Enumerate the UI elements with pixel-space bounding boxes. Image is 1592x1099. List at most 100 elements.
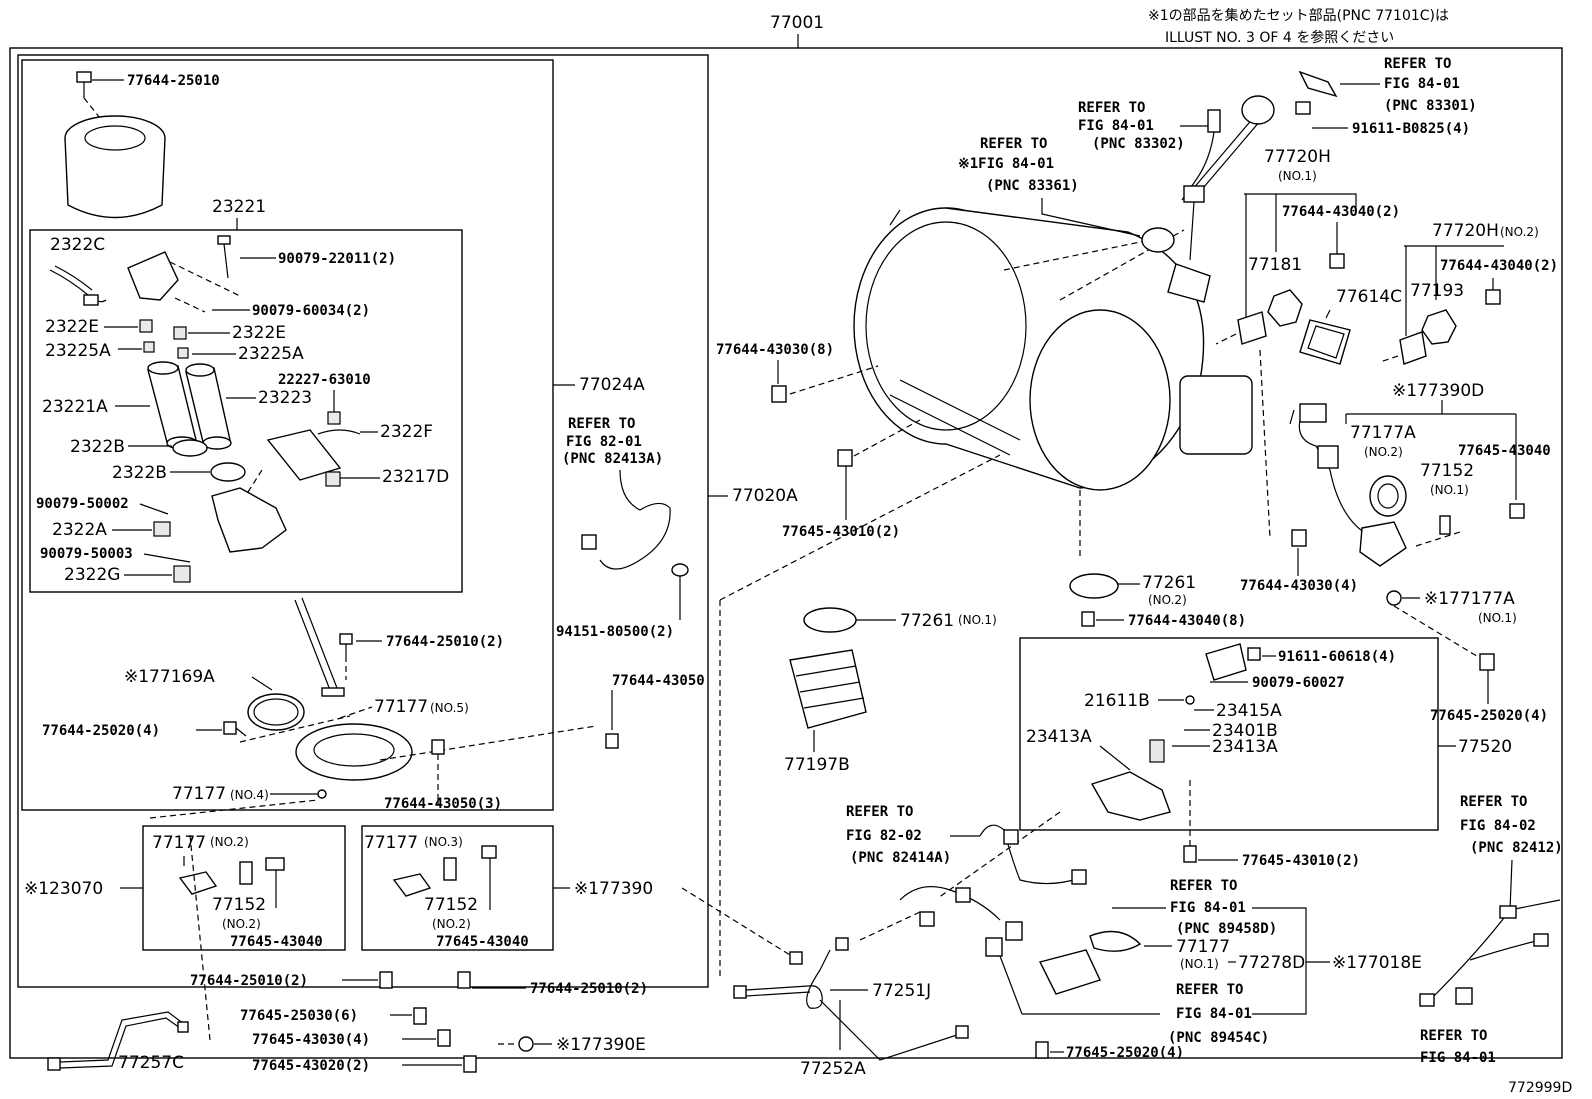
part-77644-43040-2b[interactable]: 77644-43040(2) bbox=[1440, 258, 1558, 274]
part-77177-no3[interactable]: 77177 bbox=[364, 833, 418, 853]
refer-fig-84-01-89454[interactable]: FIG 84-01 bbox=[1176, 1006, 1252, 1022]
part-77177-no1[interactable]: 77177 bbox=[1176, 937, 1230, 957]
part-2322A[interactable]: 2322A bbox=[52, 520, 107, 540]
refer-fig-84-01-89458[interactable]: FIG 84-01 bbox=[1170, 900, 1246, 916]
part-77177A-no1[interactable]: ※177177A bbox=[1424, 589, 1515, 609]
part-77645-43040-a[interactable]: 77645-43040 bbox=[230, 934, 323, 950]
part-77024A[interactable]: 77024A bbox=[579, 375, 645, 395]
part-77645-25020-4b[interactable]: 77645-25020(4) bbox=[1066, 1045, 1184, 1061]
boot-icon bbox=[789, 649, 867, 729]
part-77720H-no2[interactable]: 77720H bbox=[1432, 221, 1499, 241]
part-77644-25010-2a[interactable]: 77644-25010(2) bbox=[386, 634, 504, 650]
part-77152-no1-qualifier: (NO.1) bbox=[1430, 483, 1469, 497]
part-2322C[interactable]: 2322C bbox=[50, 235, 105, 255]
part-77645-43030-4[interactable]: 77645-43030(4) bbox=[252, 1032, 370, 1048]
set-part-note-line1: ※1の部品を集めたセット部品(PNC 77101C)は bbox=[1148, 7, 1449, 24]
part-77193[interactable]: 77193 bbox=[1410, 281, 1464, 301]
part-77645-43040-c[interactable]: 77645-43040 bbox=[1458, 443, 1551, 459]
refer-fig-84-02[interactable]: FIG 84-02 bbox=[1460, 818, 1536, 834]
part-91611-B0825[interactable]: 91611-B0825(4) bbox=[1352, 121, 1470, 137]
part-77177-no5[interactable]: 77177 bbox=[374, 697, 428, 717]
part-2322G[interactable]: 2322G bbox=[64, 565, 120, 585]
part-2322F[interactable]: 2322F bbox=[380, 422, 433, 442]
part-77720H-no1[interactable]: 77720H bbox=[1264, 147, 1331, 167]
part-23070[interactable]: ※123070 bbox=[24, 879, 103, 899]
part-77390[interactable]: ※177390 bbox=[574, 879, 653, 899]
part-94151-80500[interactable]: 94151-80500(2) bbox=[556, 624, 674, 640]
clamp-icon bbox=[317, 789, 327, 799]
part-23221A[interactable]: 23221A bbox=[42, 397, 108, 417]
refer-fig-84-01-83302[interactable]: FIG 84-01 bbox=[1078, 118, 1154, 134]
part-90079-50003[interactable]: 90079-50003 bbox=[40, 546, 133, 562]
refer-to-label: REFER TO bbox=[1420, 1028, 1487, 1044]
main-part-number[interactable]: 77001 bbox=[770, 13, 824, 33]
part-77645-25020-4a[interactable]: 77645-25020(4) bbox=[1430, 708, 1548, 724]
part-23401B[interactable]: 23401B bbox=[1212, 721, 1278, 741]
part-77251J[interactable]: 77251J bbox=[872, 981, 931, 1001]
part-77644-43050[interactable]: 77644-43050 bbox=[612, 673, 705, 689]
refer-fig-82-02[interactable]: FIG 82-02 bbox=[846, 828, 922, 844]
part-77645-43010-2b[interactable]: 77645-43010(2) bbox=[1242, 853, 1360, 869]
part-77520[interactable]: 77520 bbox=[1458, 737, 1512, 757]
part-77645-43010-2a[interactable]: 77645-43010(2) bbox=[782, 524, 900, 540]
part-77390E[interactable]: ※177390E bbox=[556, 1035, 646, 1055]
part-77644-43040-2a[interactable]: 77644-43040(2) bbox=[1282, 204, 1400, 220]
part-2322B-2[interactable]: 2322B bbox=[112, 463, 167, 483]
part-77152-no2b[interactable]: 77152 bbox=[424, 895, 478, 915]
part-77614C[interactable]: 77614C bbox=[1336, 287, 1402, 307]
refer-fig-82-01[interactable]: FIG 82-01 bbox=[566, 434, 642, 450]
part-2322B-1[interactable]: 2322B bbox=[70, 437, 125, 457]
part-22227-63010[interactable]: 22227-63010 bbox=[278, 372, 371, 388]
part-77261-no2[interactable]: 77261 bbox=[1142, 573, 1196, 593]
part-77152-no2b-qualifier: (NO.2) bbox=[432, 917, 471, 931]
part-2322E-left[interactable]: 2322E bbox=[45, 317, 99, 337]
part-77644-25010-2c[interactable]: 77644-25010(2) bbox=[530, 981, 648, 997]
pump-mount-bracket-icon bbox=[211, 487, 287, 553]
part-90079-22011[interactable]: 90079-22011(2) bbox=[278, 251, 396, 267]
part-23221[interactable]: 23221 bbox=[212, 197, 266, 217]
refer-fig-84-01-83301[interactable]: FIG 84-01 bbox=[1384, 76, 1460, 92]
part-23217D[interactable]: 23217D bbox=[382, 467, 449, 487]
part-23225A-right[interactable]: 23225A bbox=[238, 344, 304, 364]
part-77644-43040-8[interactable]: 77644-43040(8) bbox=[1128, 613, 1246, 629]
part-77177-no4[interactable]: 77177 bbox=[172, 784, 226, 804]
refer-fig-84-01[interactable]: FIG 84-01 bbox=[1420, 1050, 1496, 1066]
part-90079-60034[interactable]: 90079-60034(2) bbox=[252, 303, 370, 319]
part-23223[interactable]: 23223 bbox=[258, 388, 312, 408]
part-77177-no3-qualifier: (NO.3) bbox=[424, 835, 463, 849]
refer-pnc-82414A: (PNC 82414A) bbox=[850, 850, 951, 866]
part-91611-60618[interactable]: 91611-60618(4) bbox=[1278, 649, 1396, 665]
part-23225A-left[interactable]: 23225A bbox=[45, 341, 111, 361]
refer-fig-84-01-83361[interactable]: ※1FIG 84-01 bbox=[958, 156, 1054, 172]
part-77644-43030-4[interactable]: 77644-43030(4) bbox=[1240, 578, 1358, 594]
part-77644-25010-2b[interactable]: 77644-25010(2) bbox=[190, 973, 308, 989]
part-77181[interactable]: 77181 bbox=[1248, 255, 1302, 275]
part-77645-25030[interactable]: 77645-25030(6) bbox=[240, 1008, 358, 1024]
part-23415A[interactable]: 23415A bbox=[1216, 701, 1282, 721]
part-77644-43030-8[interactable]: 77644-43030(8) bbox=[716, 342, 834, 358]
part-77020A[interactable]: 77020A bbox=[732, 486, 798, 506]
part-90079-60027[interactable]: 90079-60027 bbox=[1252, 675, 1345, 691]
part-77197B[interactable]: 77197B bbox=[784, 755, 850, 775]
part-21611B[interactable]: 21611B bbox=[1084, 691, 1150, 711]
part-77261-no1[interactable]: 77261 bbox=[900, 611, 954, 631]
part-77644-25020-4[interactable]: 77644-25020(4) bbox=[42, 723, 160, 739]
part-77257C[interactable]: 77257C bbox=[118, 1053, 184, 1073]
part-77645-43040-b[interactable]: 77645-43040 bbox=[436, 934, 529, 950]
part-77645-43020[interactable]: 77645-43020(2) bbox=[252, 1058, 370, 1074]
part-77152-no2[interactable]: 77152 bbox=[212, 895, 266, 915]
part-2322E-right[interactable]: 2322E bbox=[232, 323, 286, 343]
part-23413A-right[interactable]: 23413A bbox=[1212, 737, 1278, 757]
part-77152-no1[interactable]: 77152 bbox=[1420, 461, 1474, 481]
part-77177A-no2[interactable]: 77177A bbox=[1350, 423, 1416, 443]
part-77644-25010[interactable]: 77644-25010 bbox=[127, 73, 220, 89]
part-23413A-left[interactable]: 23413A bbox=[1026, 727, 1092, 747]
part-77252A[interactable]: 77252A bbox=[800, 1059, 866, 1079]
part-77177-no2[interactable]: 77177 bbox=[152, 833, 206, 853]
part-77169A[interactable]: ※177169A bbox=[124, 667, 215, 687]
part-77390D[interactable]: ※177390D bbox=[1392, 381, 1484, 401]
part-77278D[interactable]: 77278D bbox=[1238, 953, 1305, 973]
part-77644-43050-3[interactable]: 77644-43050(3) bbox=[384, 796, 502, 812]
part-77018E[interactable]: ※177018E bbox=[1332, 953, 1422, 973]
part-90079-50002[interactable]: 90079-50002 bbox=[36, 496, 129, 512]
